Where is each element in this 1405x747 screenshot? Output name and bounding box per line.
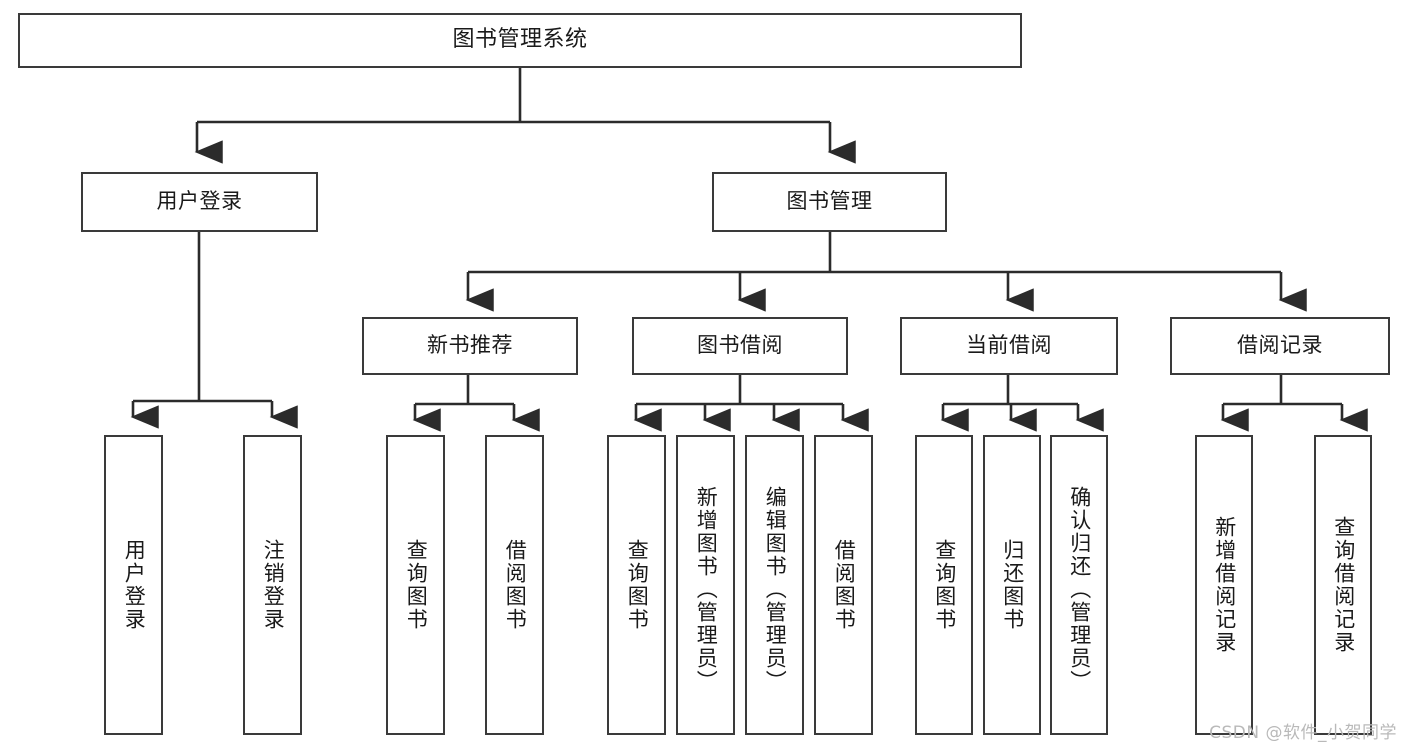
leaf-edit-book-admin[interactable]: 编辑图书（管理员）: [745, 435, 804, 735]
leaf-return-book[interactable]: 归还图书: [983, 435, 1041, 735]
node-book-management[interactable]: 图书管理: [712, 172, 947, 232]
node-label: 新增借阅记录: [1212, 516, 1237, 654]
leaf-logout[interactable]: 注销登录: [243, 435, 302, 735]
node-user-login[interactable]: 用户登录: [81, 172, 318, 232]
node-label: 当前借阅: [966, 333, 1052, 358]
node-label: 借阅图书: [503, 539, 528, 631]
node-label: 归还图书: [1000, 539, 1025, 631]
node-label: 借阅记录: [1237, 333, 1323, 358]
node-new-book-recommend[interactable]: 新书推荐: [362, 317, 578, 375]
leaf-add-book-admin[interactable]: 新增图书（管理员）: [676, 435, 735, 735]
node-label: 新增图书（管理员）: [694, 485, 719, 693]
leaf-user-login[interactable]: 用户登录: [104, 435, 163, 735]
node-current-borrow[interactable]: 当前借阅: [900, 317, 1118, 375]
node-label: 确认归还（管理员）: [1067, 485, 1092, 693]
node-label: 注销登录: [261, 539, 286, 631]
leaf-query-borrow-record[interactable]: 查询借阅记录: [1314, 435, 1372, 735]
leaf-borrow-book-recommend[interactable]: 借阅图书: [485, 435, 544, 735]
node-borrow-record[interactable]: 借阅记录: [1170, 317, 1390, 375]
node-label: 查询图书: [625, 539, 650, 631]
node-label: 查询借阅记录: [1331, 516, 1356, 654]
leaf-add-borrow-record[interactable]: 新增借阅记录: [1195, 435, 1253, 735]
leaf-confirm-return-admin[interactable]: 确认归还（管理员）: [1050, 435, 1108, 735]
node-root-system[interactable]: 图书管理系统: [18, 13, 1022, 68]
node-label: 新书推荐: [427, 333, 513, 358]
node-label: 借阅图书: [832, 539, 857, 631]
watermark-text: CSDN @软件_小贺同学: [1209, 723, 1397, 743]
leaf-query-book-current[interactable]: 查询图书: [915, 435, 973, 735]
leaf-query-book-borrow[interactable]: 查询图书: [607, 435, 666, 735]
node-label: 图书管理系统: [452, 27, 588, 53]
node-label: 图书管理: [786, 189, 873, 214]
leaf-query-book-recommend[interactable]: 查询图书: [386, 435, 445, 735]
leaf-borrow-book[interactable]: 借阅图书: [814, 435, 873, 735]
node-book-borrow[interactable]: 图书借阅: [632, 317, 848, 375]
node-label: 查询图书: [932, 539, 957, 631]
node-label: 查询图书: [404, 539, 429, 631]
node-label: 编辑图书（管理员）: [763, 485, 788, 693]
node-label: 图书借阅: [697, 333, 783, 358]
node-label: 用户登录: [156, 189, 243, 214]
node-label: 用户登录: [122, 539, 147, 631]
